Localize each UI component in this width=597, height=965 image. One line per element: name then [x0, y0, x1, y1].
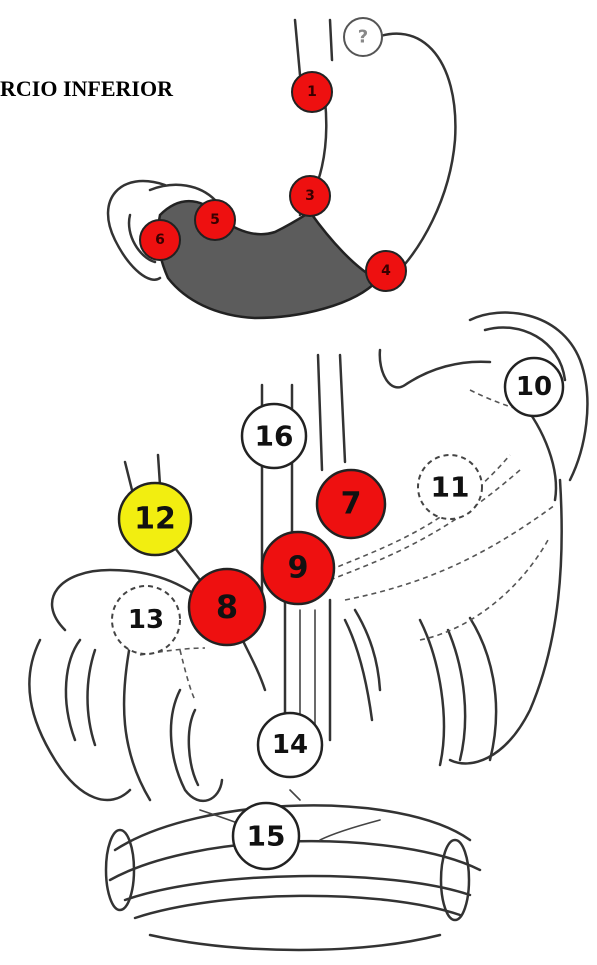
- antrum-shaded-region: [158, 201, 378, 318]
- svg-text:10: 10: [516, 372, 552, 402]
- svg-text:15: 15: [247, 820, 286, 853]
- svg-text:1: 1: [307, 84, 317, 100]
- station-node-5: 5: [195, 200, 235, 240]
- svg-text:13: 13: [128, 605, 164, 635]
- svg-text:16: 16: [255, 420, 294, 453]
- bottom-anatomy-outline: [29, 313, 587, 950]
- svg-text:6: 6: [155, 232, 165, 248]
- station-node-13: 13: [112, 586, 180, 654]
- svg-text:4: 4: [381, 263, 391, 279]
- station-node-16: 16: [242, 404, 306, 468]
- svg-text:14: 14: [272, 730, 308, 760]
- bottom-station-nodes: 10 16 11 7 12 9 8 13: [112, 358, 563, 869]
- station-node-1: 1: [292, 72, 332, 112]
- svg-text:5: 5: [210, 212, 220, 228]
- svg-text:?: ?: [358, 27, 368, 48]
- station-node-8: 8: [189, 569, 265, 645]
- station-node-top-unknown: ?: [344, 18, 382, 56]
- station-node-12: 12: [119, 483, 191, 555]
- svg-text:7: 7: [341, 487, 362, 522]
- station-node-14: 14: [258, 713, 322, 777]
- station-node-3: 3: [290, 176, 330, 216]
- svg-text:9: 9: [288, 551, 309, 586]
- svg-text:8: 8: [216, 588, 238, 626]
- station-node-15: 15: [233, 803, 299, 869]
- svg-text:3: 3: [305, 188, 315, 204]
- station-node-7: 7: [317, 470, 385, 538]
- station-node-10: 10: [505, 358, 563, 416]
- station-node-9: 9: [262, 532, 334, 604]
- station-node-4: 4: [366, 251, 406, 291]
- svg-text:12: 12: [134, 502, 176, 537]
- station-node-11: 11: [418, 455, 482, 519]
- svg-text:11: 11: [431, 471, 470, 504]
- station-node-6: 6: [140, 220, 180, 260]
